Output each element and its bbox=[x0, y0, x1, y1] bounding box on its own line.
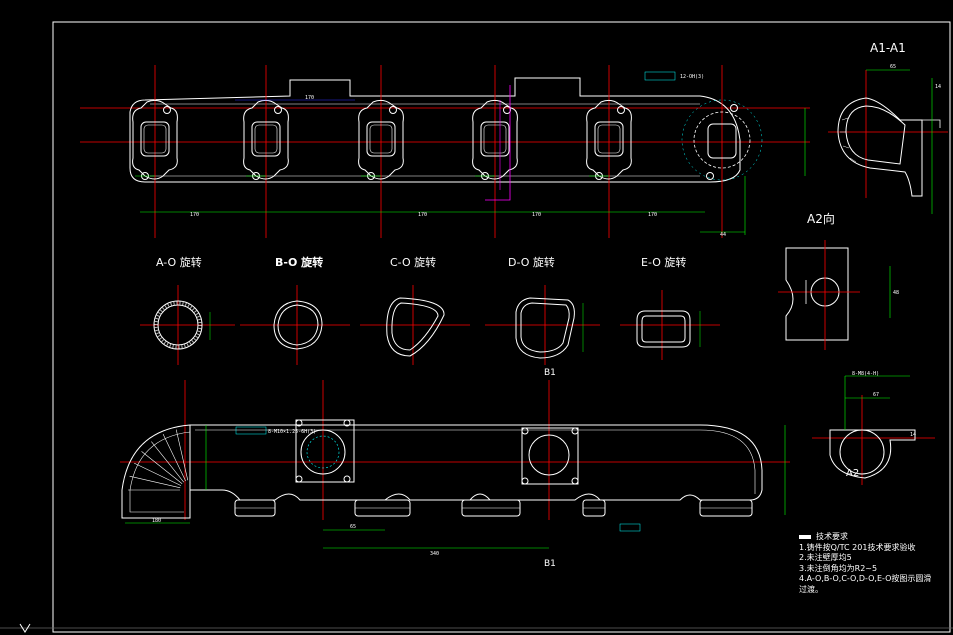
dim-bottom-340: 340 bbox=[430, 551, 439, 557]
tol-label-3: 8-M8(4-H) bbox=[852, 371, 879, 377]
dim-a1-65: 65 bbox=[890, 64, 896, 70]
marker-b1-top: B1 bbox=[544, 368, 556, 378]
dim-a2-67: 67 bbox=[873, 392, 879, 398]
section-label-a: A-O 旋转 bbox=[156, 255, 202, 269]
technical-notes: 技术要求 1.铸件按Q/TC 201技术要求验收 2.未注壁厚均5 3.未注倒角… bbox=[799, 532, 949, 595]
note-1: 1.铸件按Q/TC 201技术要求验收 bbox=[799, 542, 916, 552]
front-view: 8-M10×1.25-6H(3) bbox=[120, 380, 790, 549]
view-a2-top: 48 bbox=[778, 240, 899, 350]
notes-title: 技术要求 bbox=[816, 532, 848, 541]
section-label-c: C-O 旋转 bbox=[390, 255, 436, 269]
dim-small-2: 44 bbox=[720, 232, 726, 238]
marker-b1-bottom: B1 bbox=[544, 559, 556, 569]
dim-top-1: 170 bbox=[418, 212, 427, 218]
dim-top-3: 170 bbox=[648, 212, 657, 218]
marker-a2: A2 bbox=[846, 468, 859, 479]
section-label-d: D-O 旋转 bbox=[508, 255, 555, 269]
dim-top-0: 170 bbox=[190, 212, 199, 218]
cross-sections bbox=[140, 285, 720, 365]
note-3: 3.未注倒角均为R2~5 bbox=[799, 563, 878, 573]
dim-a1-14: 14 bbox=[935, 84, 941, 90]
dim-a2-48: 48 bbox=[893, 290, 899, 296]
tol-label-2: 8-M10×1.25-6H(3) bbox=[268, 429, 316, 435]
dim-top-2: 170 bbox=[532, 212, 541, 218]
ucs-icon bbox=[19, 623, 31, 633]
drawing-frame bbox=[52, 21, 951, 633]
section-label-b: B-O 旋转 bbox=[275, 255, 323, 269]
section-a1-view: 65 14 bbox=[828, 64, 948, 214]
note-4: 4.A-O,B-O,C-O,D-O,E-O按图示圆滑 bbox=[799, 574, 932, 583]
dim-bottom-180: 180 bbox=[152, 518, 161, 524]
section-a2-view: 67 14 8-M8(4-H) bbox=[812, 371, 935, 485]
section-label-e: E-O 旋转 bbox=[641, 255, 686, 269]
top-view: 12-OH(3) bbox=[80, 65, 810, 238]
section-a1-title: A1-A1 bbox=[870, 41, 906, 55]
dim-a2-14: 14 bbox=[910, 432, 916, 438]
note-2: 2.未注壁厚均5 bbox=[799, 553, 852, 562]
dim-top-4: 170 bbox=[305, 95, 314, 101]
dim-bottom-65: 65 bbox=[350, 524, 356, 530]
view-a2-title: A2向 bbox=[807, 211, 835, 226]
tol-label-1: 12-OH(3) bbox=[680, 74, 704, 80]
note-5: 过渡。 bbox=[799, 584, 823, 594]
